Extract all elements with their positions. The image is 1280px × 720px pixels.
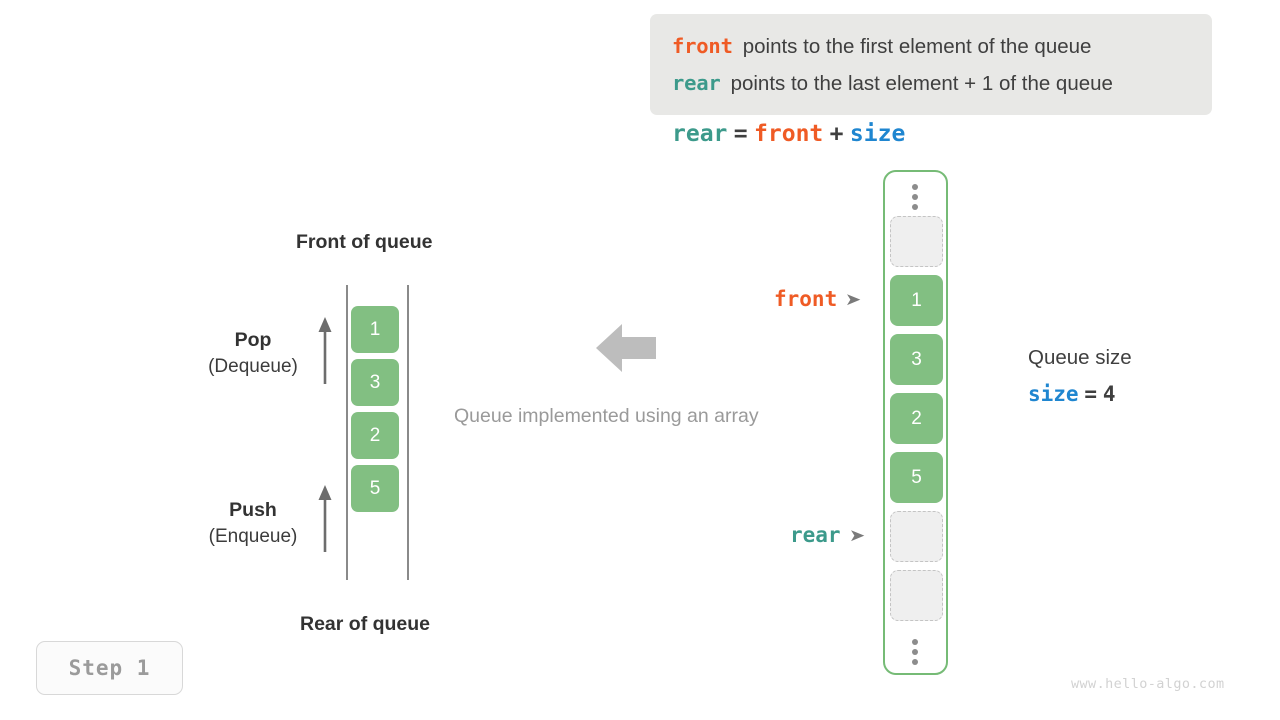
array-container: 1 3 2 5 — [883, 170, 948, 675]
legend-line-front: front points to the first element of the … — [672, 28, 1192, 65]
front-pointer-label: front — [774, 287, 838, 311]
legend-line-rear: rear points to the last element + 1 of th… — [672, 65, 1192, 102]
queue-size-equals: = — [1084, 382, 1098, 406]
front-of-queue-label: Front of queue — [296, 231, 433, 253]
array-slot-filled: 5 — [890, 452, 943, 503]
queue-rail-left — [346, 285, 348, 580]
rear-equation: rear = front + size — [672, 120, 905, 147]
array-slot-empty — [890, 570, 943, 621]
queue-size-variable: size — [1028, 382, 1079, 406]
queue-cell: 2 — [351, 412, 399, 459]
rear-pointer-label: rear — [790, 523, 841, 547]
vertical-ellipsis-icon-top — [912, 184, 920, 210]
queue-cell: 5 — [351, 465, 399, 512]
equation-lhs: rear — [672, 121, 728, 147]
array-slot-filled: 3 — [890, 334, 943, 385]
equation-rhs-size: size — [849, 121, 906, 147]
queue-cell: 1 — [351, 306, 399, 353]
left-block-arrow-icon — [596, 324, 656, 372]
front-pointer: front ➤ — [774, 287, 862, 311]
watermark: www.hello-algo.com — [1071, 676, 1225, 692]
pop-up-arrow-icon — [318, 317, 332, 384]
queue-size-expression: size = 4 — [1028, 376, 1132, 413]
array-slot-filled: 2 — [890, 393, 943, 444]
vertical-ellipsis-icon-bottom — [912, 639, 920, 665]
pop-label-group: Pop (Dequeue) — [168, 327, 338, 381]
rear-pointer: rear ➤ — [790, 523, 865, 547]
pointer-arrow-icon: ➤ — [848, 525, 865, 545]
pop-title: Pop — [234, 329, 272, 351]
pointer-arrow-icon: ➤ — [845, 289, 862, 309]
push-up-arrow-icon — [318, 485, 332, 552]
queue-size-number: 4 — [1102, 382, 1116, 406]
array-slot-filled: 1 — [890, 275, 943, 326]
array-slot-empty — [890, 216, 943, 267]
queue-cell: 3 — [351, 359, 399, 406]
push-title: Push — [229, 499, 277, 521]
push-label-group: Push (Enqueue) — [168, 497, 338, 551]
push-subtitle: (Enqueue) — [208, 526, 298, 547]
legend-keyword-rear: rear — [672, 71, 721, 95]
equation-equals: = — [733, 121, 748, 147]
equation-plus: + — [829, 121, 844, 147]
center-caption: Queue implemented using an array — [454, 405, 759, 427]
step-badge: Step 1 — [36, 641, 183, 695]
queue-size-title: Queue size — [1028, 346, 1132, 369]
legend-description-front: points to the first element of the queue — [742, 35, 1092, 58]
array-slot-empty — [890, 511, 943, 562]
legend-keyword-front: front — [672, 34, 733, 58]
legend-box: front points to the first element of the … — [650, 14, 1212, 115]
pop-subtitle: (Dequeue) — [208, 356, 298, 377]
queue-rail-right — [407, 285, 409, 580]
rear-of-queue-label: Rear of queue — [300, 613, 431, 635]
legend-description-rear: points to the last element + 1 of the qu… — [730, 72, 1113, 95]
equation-rhs-front: front — [754, 121, 824, 147]
queue-size-block: Queue size size = 4 — [1028, 343, 1132, 413]
